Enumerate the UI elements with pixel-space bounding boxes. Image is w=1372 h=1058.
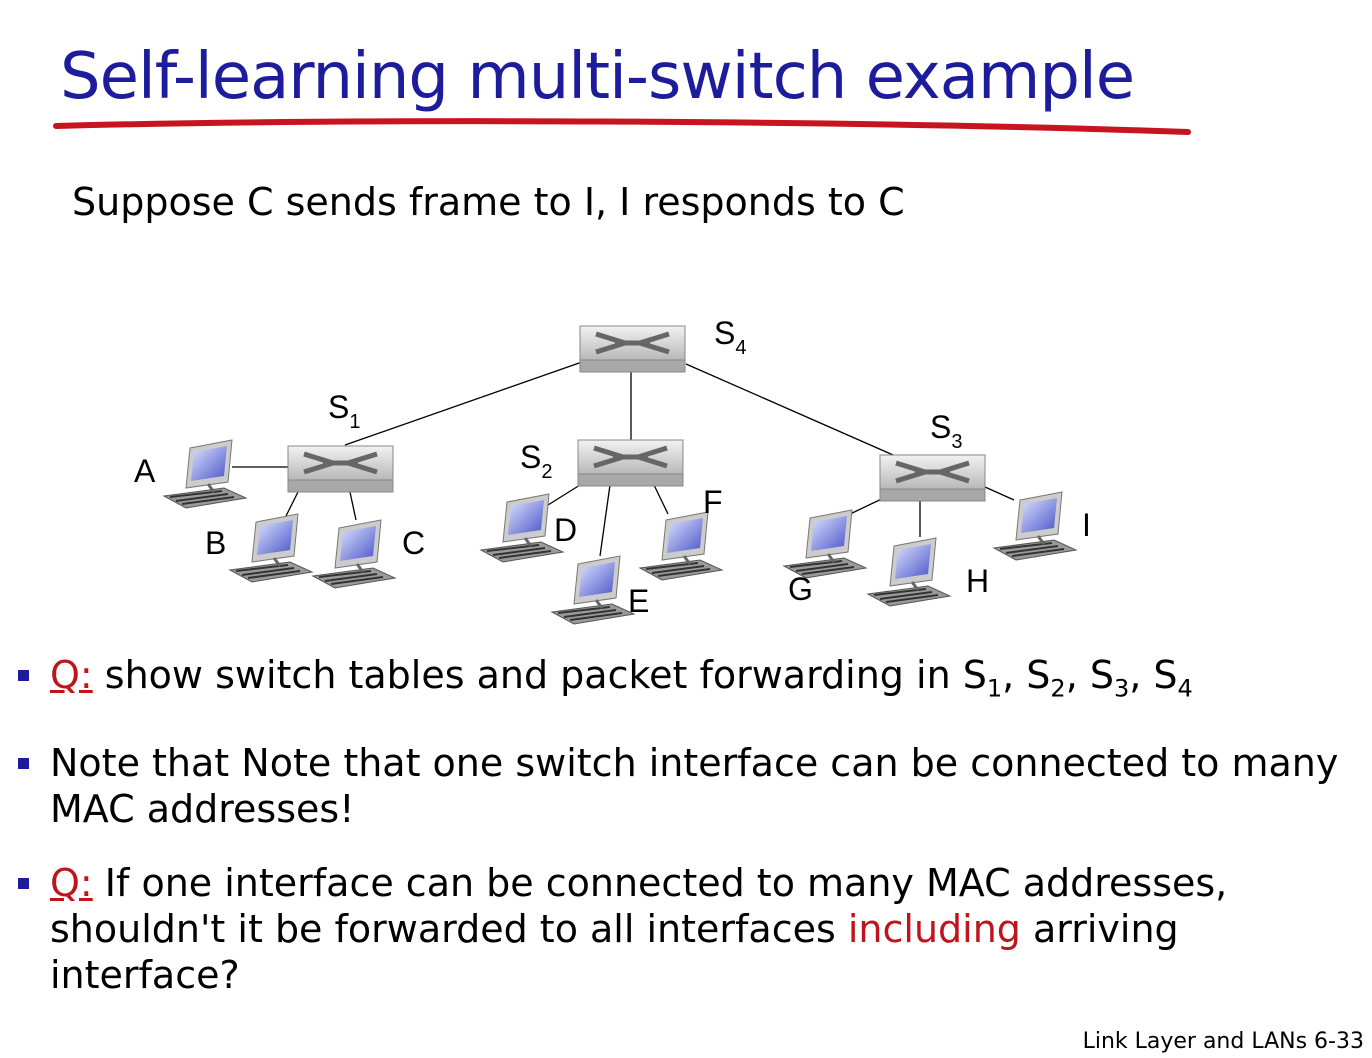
bullet-item: Q: If one interface can be connected to … bbox=[14, 860, 1354, 998]
host-d-label: D bbox=[554, 512, 577, 548]
host-i-label: I bbox=[1082, 507, 1091, 543]
host-i-icon bbox=[992, 490, 1078, 562]
host-c-label: C bbox=[402, 525, 425, 561]
bullet-text: Note that Note that one switch interface… bbox=[50, 740, 1339, 831]
title-underline bbox=[53, 118, 1191, 135]
bullet-text: If one interface can be connected to man… bbox=[50, 860, 1228, 951]
host-a-label: A bbox=[134, 453, 156, 489]
network-diagram: S4 S1 S2 S3 A B C D E F G H I bbox=[134, 315, 1091, 626]
host-a-icon bbox=[162, 438, 248, 510]
subscript: 2 bbox=[1050, 674, 1066, 703]
q-label: Q: bbox=[50, 653, 93, 697]
switch-s3-label: S3 bbox=[930, 409, 962, 453]
host-e-icon bbox=[550, 554, 636, 626]
host-c-icon bbox=[311, 518, 397, 590]
host-g-icon bbox=[782, 508, 868, 580]
subscript: 1 bbox=[986, 674, 1003, 703]
host-h-label: H bbox=[966, 563, 989, 599]
switch-s4-label: S4 bbox=[714, 315, 746, 359]
bullet-square-icon bbox=[18, 757, 29, 769]
host-d-icon bbox=[479, 492, 565, 564]
subscript: 4 bbox=[1177, 674, 1193, 703]
bullet-text: , S bbox=[1129, 653, 1178, 697]
bullet-item: Q: show switch tables and packet forward… bbox=[14, 652, 1354, 712]
slide-subtitle: Suppose C sends frame to I, I responds t… bbox=[72, 180, 905, 224]
switch-s4-icon bbox=[580, 326, 685, 372]
slide-footer: Link Layer and LANs 6-33 bbox=[1082, 1029, 1364, 1054]
host-g-label: G bbox=[788, 571, 813, 607]
switch-s1-icon bbox=[288, 446, 393, 492]
host-f-icon bbox=[638, 510, 724, 582]
host-h-icon bbox=[866, 536, 952, 608]
host-e-label: E bbox=[628, 583, 649, 619]
host-b-label: B bbox=[205, 525, 226, 561]
links bbox=[232, 361, 1015, 557]
bullet-list: Q: show switch tables and packet forward… bbox=[14, 652, 1354, 1026]
bullet-text: show switch tables and packet forwarding… bbox=[92, 653, 987, 697]
switch-s1-label: S1 bbox=[328, 389, 360, 433]
subscript: 3 bbox=[1113, 674, 1130, 703]
switch-s2-label: S2 bbox=[520, 439, 552, 483]
bullet-item: Note that Note that one switch interface… bbox=[14, 740, 1354, 832]
slide-title: Self-learning multi-switch example bbox=[60, 40, 1135, 114]
switch-s3-icon bbox=[880, 455, 985, 501]
bullet-square-icon bbox=[18, 877, 29, 889]
host-f-label: F bbox=[703, 484, 723, 520]
bullet-text: , S bbox=[1065, 653, 1114, 697]
host-b-icon bbox=[228, 512, 314, 584]
highlight-text: including bbox=[847, 906, 1021, 951]
bullet-text: arriving interface? bbox=[50, 906, 1179, 997]
bullet-text: , S bbox=[1002, 653, 1051, 697]
bullet-square-icon bbox=[18, 670, 29, 681]
q-label: Q: bbox=[50, 860, 93, 905]
switch-s2-icon bbox=[578, 440, 683, 486]
